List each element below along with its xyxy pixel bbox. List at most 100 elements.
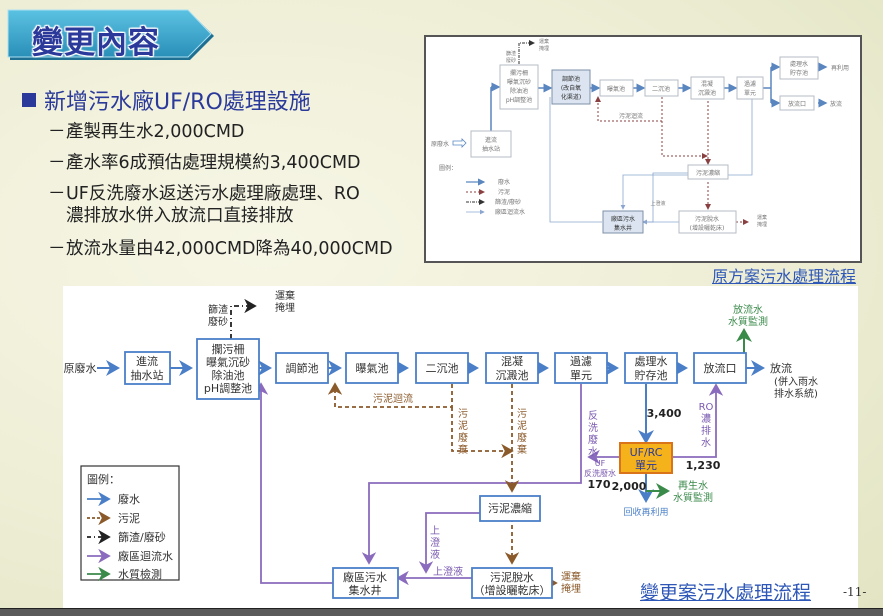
- label-backwash: 廢: [588, 433, 598, 446]
- sludge-return-line: [595, 96, 663, 122]
- label-supernatant: 澄: [430, 536, 440, 549]
- sludge-line: [661, 121, 708, 159]
- screenings-line: [518, 40, 535, 64]
- label-storage: 處理水: [635, 354, 668, 368]
- revised-flow-diagram: 原廢水 進流 抽水站 攔污柵 曝氣沉砂 除油池 pH調整池 調節池 曝氣池 二沉…: [63, 286, 858, 608]
- recycle-line-sump: [253, 382, 333, 584]
- label-equal: 調節池: [562, 75, 580, 83]
- legend-title: 圖例：: [439, 164, 457, 172]
- label-ro-concentrate: 濃: [701, 412, 711, 425]
- label-pretreat: 除油池: [212, 368, 245, 382]
- node-thicken: [479, 495, 541, 522]
- legend-label: 廠區迴流水: [118, 549, 173, 563]
- label-discharge: 放流: [830, 100, 842, 108]
- bullet-square-icon: [22, 93, 36, 107]
- label-filter: 過濾: [570, 354, 592, 368]
- sub-bullet-text: 產水率6成預估處理規模約3,400CMD: [66, 153, 361, 173]
- label-pretreat: pH調整池: [204, 381, 252, 395]
- legend-label: 廠區迴流水: [495, 208, 525, 216]
- label-landfill: 掩埋: [539, 45, 549, 52]
- label-outfall-monitor: 放流水: [733, 303, 763, 316]
- label-supernatant: 上澄液: [650, 200, 665, 207]
- legend-box: [80, 465, 180, 581]
- node-box: [678, 210, 737, 234]
- sludge-waste-line: [451, 407, 514, 459]
- node-pump: [124, 351, 171, 385]
- node-storage: [624, 352, 678, 384]
- label-screenings: 廢砂: [208, 315, 228, 328]
- node-box: [499, 64, 539, 110]
- label-filter: 單元: [744, 90, 756, 97]
- label-raw: 原廢水: [64, 361, 97, 375]
- legend-label: 水質檢測: [118, 567, 162, 581]
- label-landfill: 運棄: [539, 38, 549, 45]
- node-box: [779, 95, 815, 111]
- label-reuse: 再利用: [831, 64, 849, 72]
- node-box: [599, 79, 634, 97]
- label-filter: 過濾: [744, 80, 756, 88]
- node-pretreat: [196, 338, 260, 400]
- label-screenings: 篩渣: [506, 50, 516, 57]
- title-banner: 變更內容: [6, 8, 218, 64]
- legend-label: 篩渣/廢砂: [495, 198, 521, 206]
- label-sump: 廠區污水: [343, 570, 387, 584]
- label-reclaim-monitor: 再生水: [678, 479, 708, 492]
- label-landfill: 掩埋: [561, 582, 581, 595]
- label-pretreat: 攔污柵: [212, 342, 245, 356]
- original-diagram-caption: 原方案污水處理流程: [712, 267, 857, 286]
- label-uf-backwash: UF: [595, 459, 606, 468]
- label-sump: 集水井: [349, 583, 382, 597]
- node-box: [687, 164, 729, 180]
- sub-bullet: －產水率6成預估處理規模約3,400CMD: [48, 152, 361, 174]
- label-sump: 廠區污水: [611, 215, 635, 223]
- label-discharge: 放流: [770, 361, 792, 375]
- label-raw: 原廢水: [431, 140, 449, 148]
- label-screenings: 篩渣: [208, 303, 228, 316]
- node-box: [470, 130, 512, 158]
- flow-value-reclaimed: 2,000: [612, 480, 647, 493]
- label-dewater: 污泥脫水: [695, 215, 719, 223]
- label-storage: 貯存池: [790, 69, 808, 77]
- legend-label: 污泥: [118, 512, 140, 525]
- label-waste-sludge: 廢: [458, 431, 468, 444]
- legend-label: 廢水: [118, 492, 140, 506]
- label-discharge: 排水系統): [774, 387, 818, 400]
- node-box-highlight: [602, 210, 644, 234]
- label-equal: 化渠道): [561, 93, 581, 101]
- label-storage: 處理水: [790, 60, 808, 68]
- label-equal: (改自氧: [561, 84, 581, 92]
- label-thicken: 污泥濃縮: [488, 501, 532, 515]
- page-number: -11-: [843, 585, 867, 599]
- node-dewater: [471, 567, 553, 599]
- label-ro-concentrate: 排: [701, 424, 711, 437]
- revised-diagram-caption: 變更案污水處理流程: [640, 582, 812, 604]
- legend-label: 污泥: [498, 188, 510, 196]
- sub-bullet-text: UF反洗廢水返送污水處理廠處理、RO: [66, 184, 360, 204]
- label-storage: 貯存池: [635, 368, 668, 382]
- node-box: [779, 56, 819, 80]
- node-box: [644, 79, 679, 97]
- label-secondary: 二沉池: [652, 85, 670, 93]
- sub-bullet: －產製再生水2,000CMD: [48, 121, 244, 143]
- legend-label: 篩渣/廢砂: [118, 530, 166, 544]
- recycle-arrow-ro: [672, 383, 724, 458]
- dash: －: [48, 122, 66, 142]
- label-landfill: 掩埋: [757, 221, 767, 228]
- sub-bullet-text: 產製再生水2,000CMD: [66, 122, 245, 142]
- label-supernatant: 上澄液: [433, 565, 463, 578]
- label-filter: 單元: [570, 369, 592, 382]
- node-box: [736, 76, 764, 100]
- recycle-line-supernatant: [418, 512, 480, 574]
- label-ro-concentrate: 水: [701, 437, 711, 449]
- flow-value-ufro-inflow: 3,400: [647, 407, 682, 420]
- label-waste-sludge: 污: [517, 408, 527, 420]
- label-ufro: UF/RC: [630, 446, 663, 459]
- banner-shape: [7, 9, 214, 60]
- label-pretreat: 攔污柵: [510, 69, 528, 77]
- hollow-arrow-icon: [452, 138, 467, 148]
- label-reclaim-monitor: 水質監測: [673, 491, 713, 504]
- label-landfill: 運棄: [561, 570, 581, 583]
- legend-title: 圖例：: [87, 472, 120, 486]
- label-sump: 集水井: [614, 224, 632, 232]
- label-backwash: 水: [588, 446, 598, 458]
